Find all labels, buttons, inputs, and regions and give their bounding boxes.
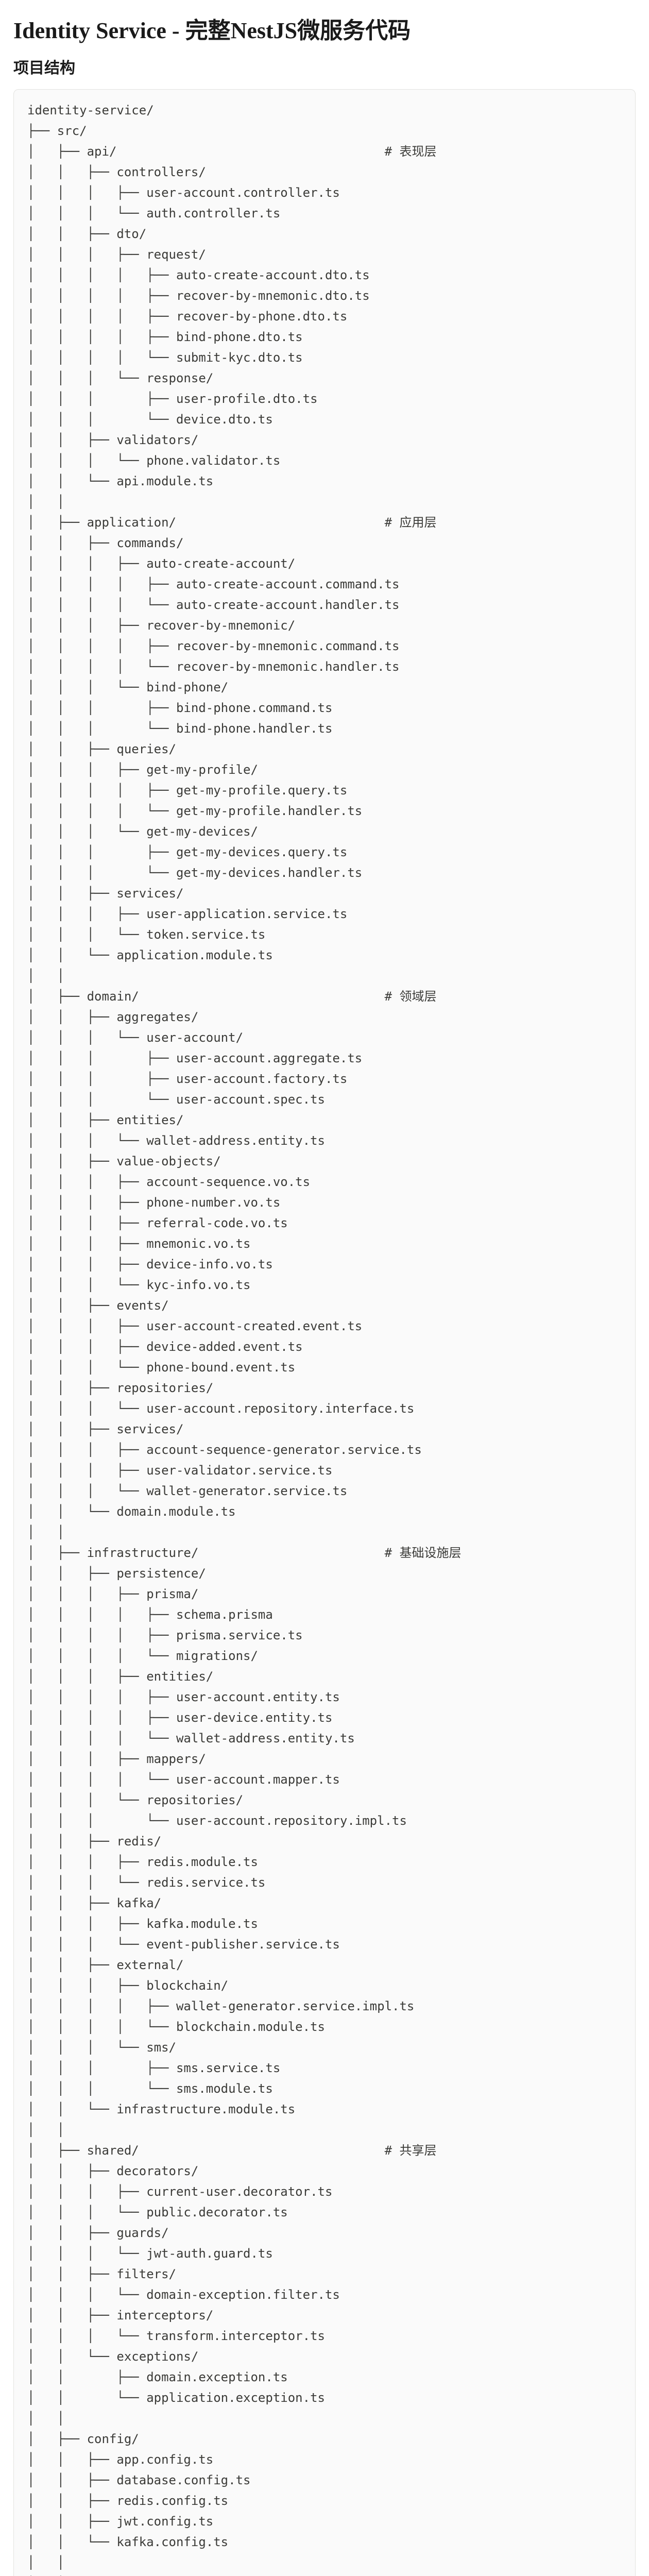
file-tree-code-block: identity-service/ ├── src/ │ ├── api/ # …	[13, 89, 636, 2576]
file-tree: identity-service/ ├── src/ │ ├── api/ # …	[27, 103, 462, 2576]
section-heading-project-structure: 项目结构	[13, 59, 75, 77]
page-title: Identity Service - 完整NestJS微服务代码	[13, 18, 411, 43]
